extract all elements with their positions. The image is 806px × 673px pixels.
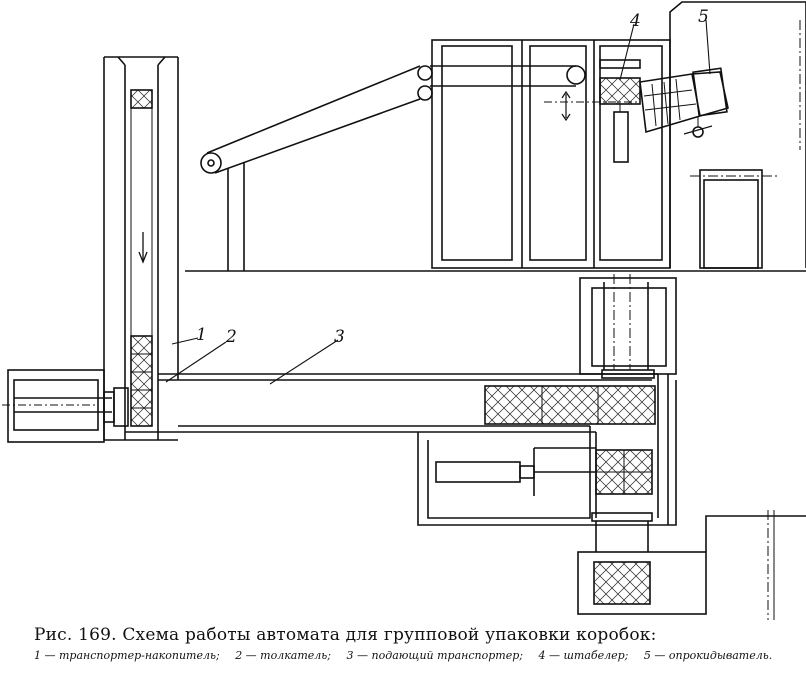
label-5: 5: [698, 7, 709, 27]
label-3: 3: [334, 327, 345, 347]
legend-item: 4 — штабелер;: [538, 649, 629, 662]
stacker-frame: [579, 274, 677, 379]
figure-title: Рис. 169. Схема работы автомата для груп…: [34, 625, 657, 645]
legend-item: 3 — подающий транспортер;: [346, 649, 523, 662]
upper-frame: [185, 1, 806, 272]
output-chute: [577, 510, 806, 620]
accumulator-conveyor: [103, 56, 179, 441]
stacker: [544, 59, 641, 163]
figure-legend: 1 — транспортер-накопитель; 2 — толкател…: [34, 648, 794, 664]
label-2: 2: [225, 327, 237, 347]
lower-pusher-box: [417, 374, 677, 526]
legend-item: 5 — опрокидыватель.: [643, 649, 773, 662]
pusher: [2, 369, 129, 443]
legend-item: 1 — транспортер-накопитель;: [34, 649, 220, 662]
label-4: 4: [629, 11, 641, 31]
figure-caption: Рис. 169. Схема работы автомата для груп…: [34, 624, 794, 664]
label-1: 1: [196, 325, 207, 345]
packaging-machine-diagram: 1 2 3 4 5: [2, 1, 806, 620]
callout-lines: [165, 19, 711, 385]
tilter: [639, 67, 729, 138]
legend-item: 2 — толкатель;: [235, 649, 332, 662]
feed-conveyor: [125, 373, 658, 433]
inclined-conveyor: [200, 65, 586, 271]
